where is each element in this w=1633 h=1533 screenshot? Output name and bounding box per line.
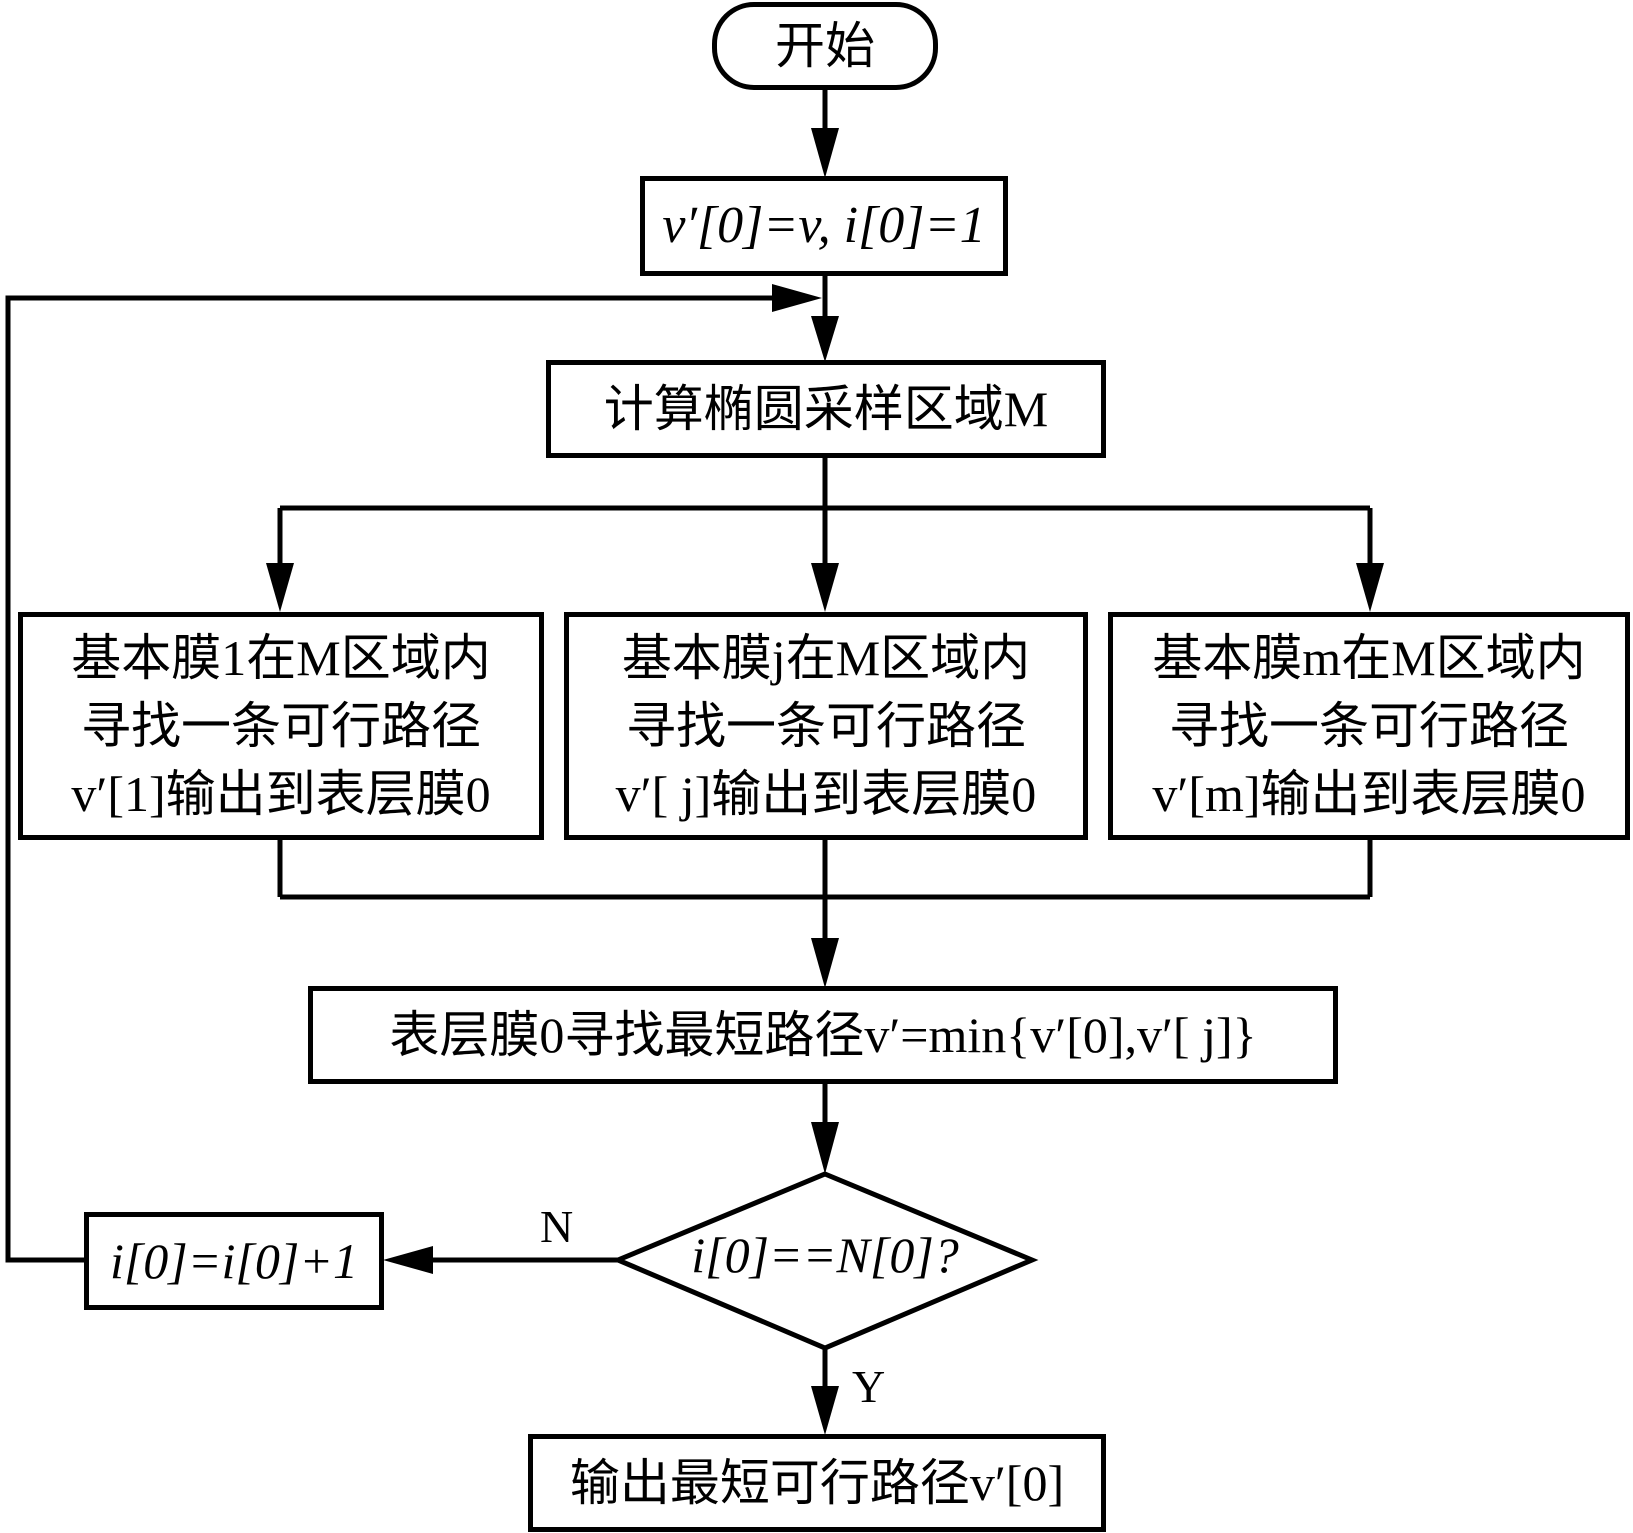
- increment-label: i[0]=i[0]+1: [109, 1233, 359, 1289]
- branch-j-line-3: v′[ j]输出到表层膜0: [615, 766, 1037, 822]
- arrowhead: [811, 938, 839, 988]
- arrowhead: [772, 284, 822, 312]
- output-label: 输出最短可行路径v′[0]: [569, 1455, 1065, 1511]
- arrowhead: [811, 1122, 839, 1174]
- arrowhead: [811, 563, 839, 612]
- branch-m-line-2: 寻找一条可行路径: [1168, 698, 1569, 754]
- arrowhead: [266, 563, 294, 612]
- init-box: v′[0]=v, i[0]=1: [640, 176, 1008, 276]
- edge-label-no: N: [540, 1201, 574, 1252]
- branch-j-line-2: 寻找一条可行路径: [625, 698, 1026, 754]
- start-terminal: 开始: [712, 2, 938, 90]
- branch-1-line-1: 基本膜1在M区域内: [71, 630, 491, 686]
- arrowhead: [811, 128, 839, 178]
- compute-region-box: 计算椭圆采样区域M: [546, 360, 1106, 458]
- decision-label: i[0]==N[0]?: [691, 1227, 959, 1283]
- branch-m-line-1: 基本膜m在M区域内: [1152, 630, 1586, 686]
- shortest-path-label: 表层膜0寻找最短路径v′=min{v′[0],v′[ j]}: [389, 1007, 1257, 1063]
- shortest-path-box: 表层膜0寻找最短路径v′=min{v′[0],v′[ j]}: [308, 986, 1338, 1084]
- start-label: 开始: [775, 18, 875, 74]
- branch-1-line-3: v′[1]输出到表层膜0: [71, 766, 491, 822]
- arrowhead: [811, 1386, 839, 1435]
- arrowhead: [383, 1246, 433, 1274]
- arrowhead: [1356, 563, 1384, 612]
- branch-m-line-3: v′[m]输出到表层膜0: [1152, 766, 1586, 822]
- init-label: v′[0]=v, i[0]=1: [662, 197, 986, 254]
- edge-loop-back: [5, 295, 800, 1263]
- branch-box-m: 基本膜m在M区域内 寻找一条可行路径 v′[m]输出到表层膜0: [1108, 612, 1630, 840]
- decision-diamond: [611, 1171, 1039, 1351]
- arrowhead: [811, 316, 839, 362]
- branch-box-1: 基本膜1在M区域内 寻找一条可行路径 v′[1]输出到表层膜0: [18, 612, 544, 840]
- output-box: 输出最短可行路径v′[0]: [528, 1434, 1106, 1532]
- branch-box-j: 基本膜j在M区域内 寻找一条可行路径 v′[ j]输出到表层膜0: [564, 612, 1088, 840]
- branch-1-line-2: 寻找一条可行路径: [81, 698, 481, 754]
- increment-box: i[0]=i[0]+1: [84, 1212, 384, 1310]
- compute-region-label: 计算椭圆采样区域M: [603, 381, 1049, 437]
- branch-j-line-1: 基本膜j在M区域内: [621, 630, 1031, 686]
- edge-label-yes: Y: [852, 1361, 886, 1412]
